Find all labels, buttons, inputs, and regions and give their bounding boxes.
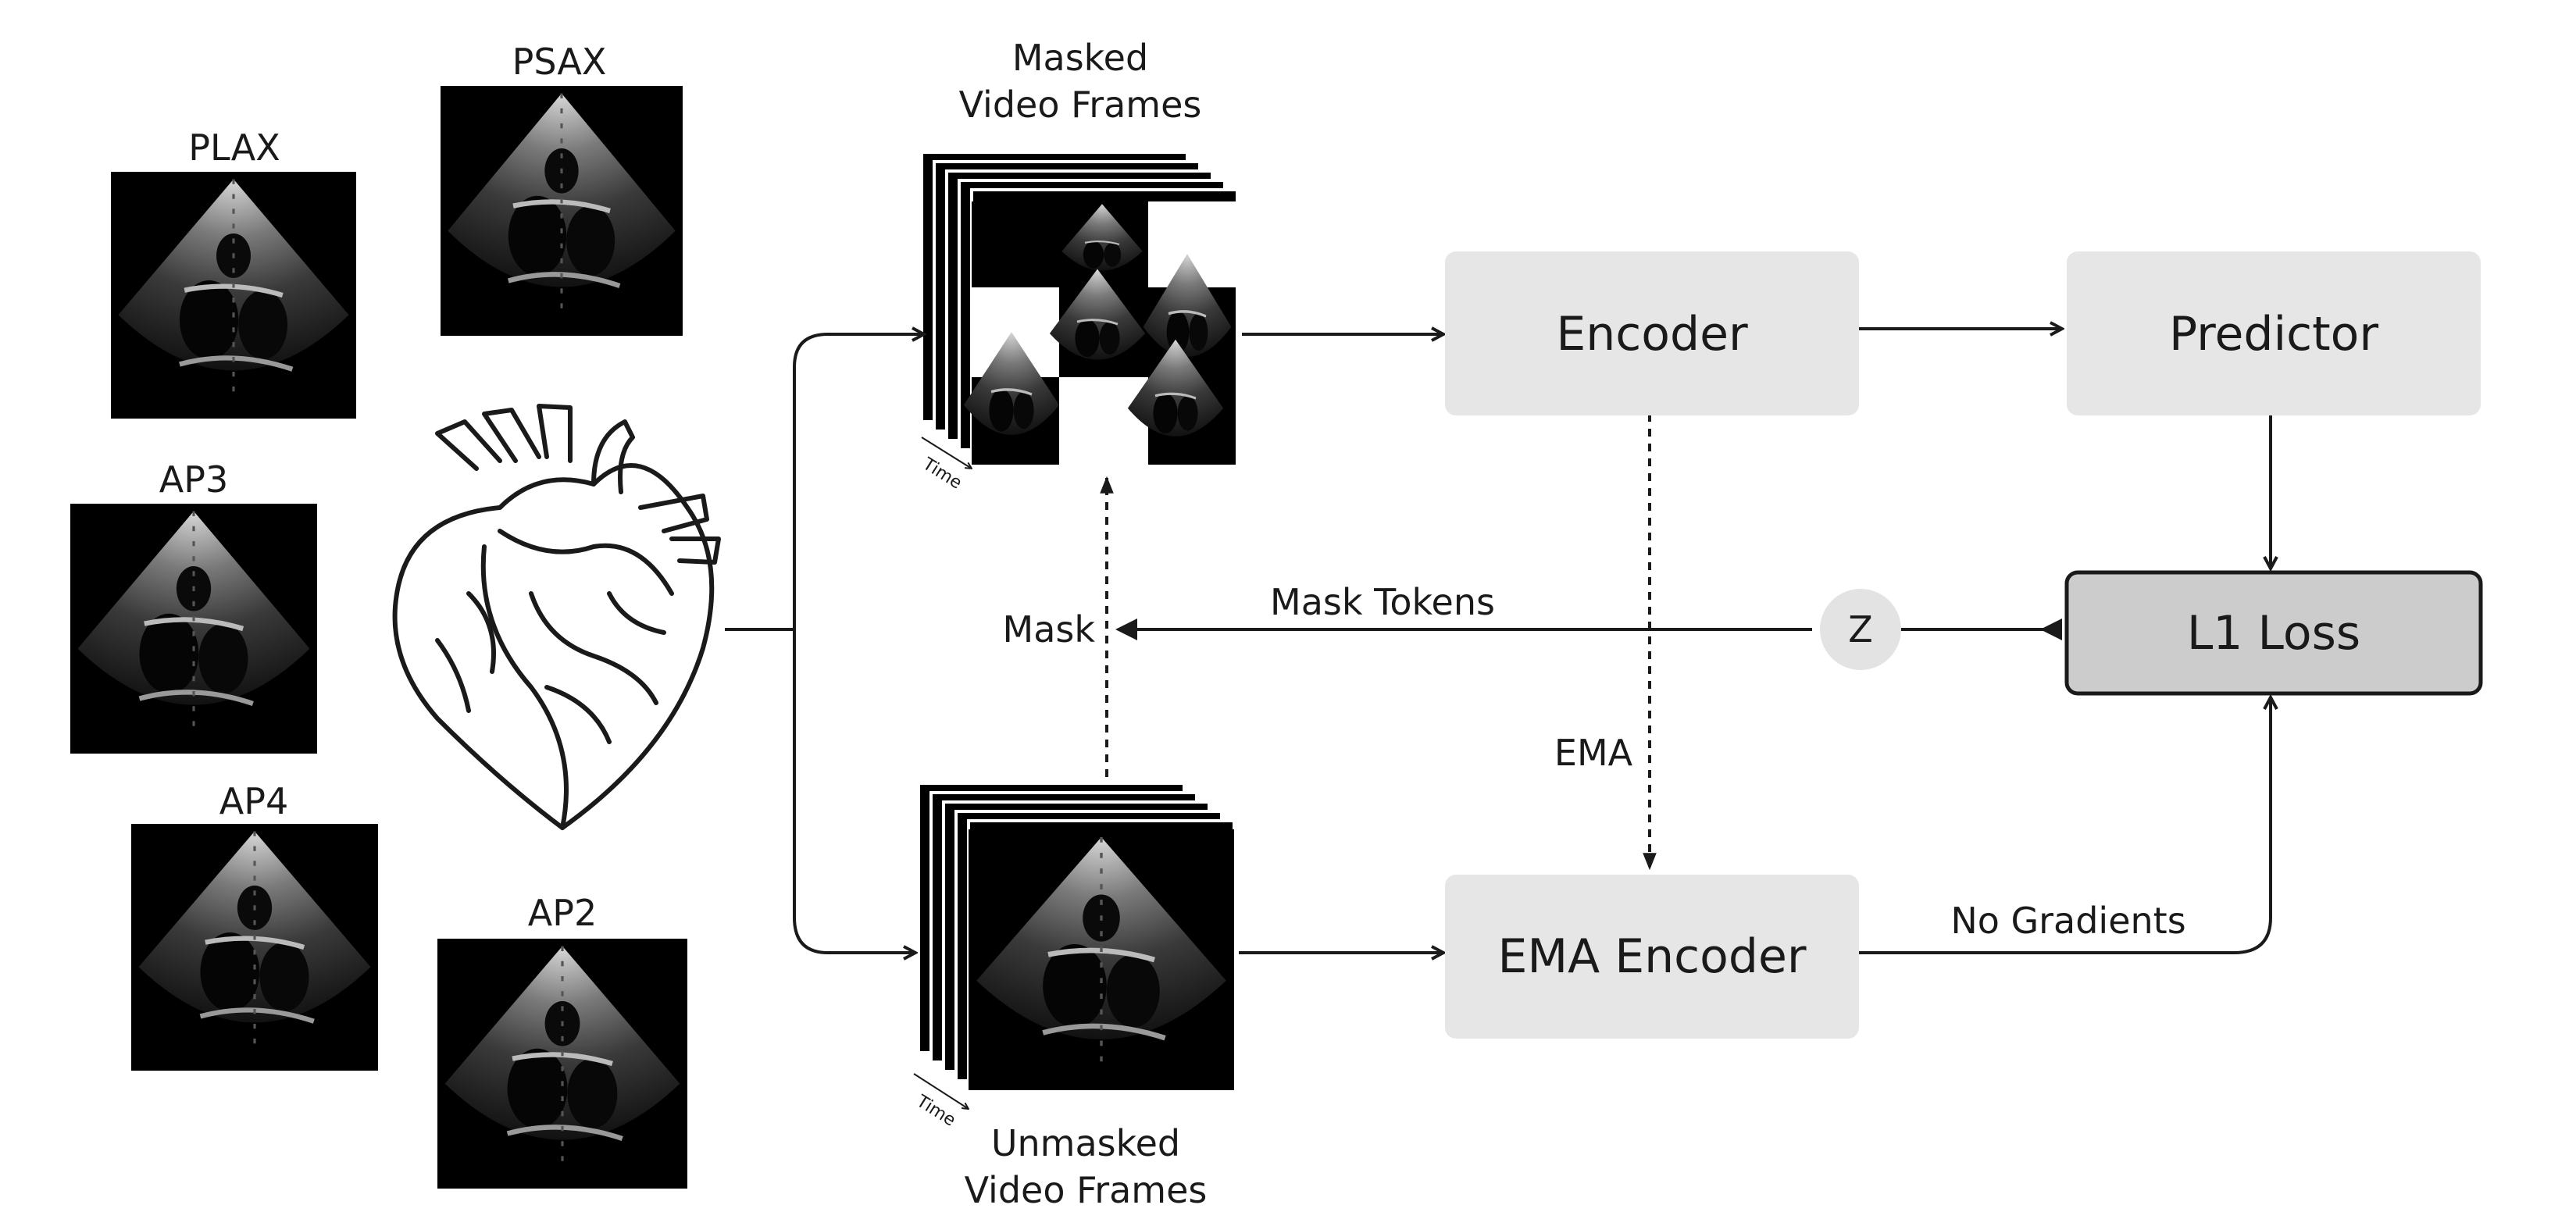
- unmasked-frame-stack: [917, 782, 1234, 1090]
- masked-frame-stack: [920, 151, 1242, 465]
- encoder-box: Encoder: [1445, 251, 1859, 415]
- heart-illustration-icon: [392, 404, 721, 830]
- view-label-ap3: AP3: [159, 458, 228, 501]
- ema-encoder-box: EMA Encoder: [1445, 875, 1859, 1039]
- view-label-ap4: AP4: [219, 780, 288, 822]
- unmasked-frames-label-line1: Unmasked: [991, 1122, 1180, 1164]
- masked-frames-label-line1: Masked: [1012, 37, 1148, 79]
- ema-encoder-label: EMA Encoder: [1497, 929, 1806, 984]
- view-label-ap2: AP2: [528, 892, 597, 934]
- mask-label: Mask: [1003, 608, 1096, 651]
- masked-video-frames: Masked Video Frames Time: [919, 37, 1242, 494]
- echocardiogram-view-icon: [131, 824, 378, 1071]
- echo-view-plax: PLAX: [111, 127, 356, 419]
- echocardiogram-view-icon: [969, 829, 1234, 1090]
- input-split-connector: [725, 334, 924, 953]
- l1-loss-label: L1 Loss: [2187, 606, 2360, 661]
- predictor-label: Predictor: [2169, 307, 2378, 362]
- no-gradients-label: No Gradients: [1950, 900, 2185, 942]
- unmasked-time-label: Time: [912, 1091, 959, 1130]
- view-label-psax: PSAX: [512, 41, 607, 83]
- mask-tokens-tail-arrowhead: [2040, 618, 2062, 640]
- masked-frames-label-line2: Video Frames: [959, 84, 1202, 126]
- unmasked-video-frames: Time Unmasked Video Frames: [912, 782, 1234, 1211]
- predictor-box: Predictor: [2067, 251, 2481, 415]
- unmasked-frames-label-line2: Video Frames: [965, 1169, 1208, 1211]
- echo-view-psax: PSAX: [441, 41, 683, 336]
- echocardiogram-view-icon: [437, 939, 687, 1189]
- no-gradients-arrow: [1855, 697, 2271, 954]
- ema-label: EMA: [1554, 732, 1633, 774]
- echocardiogram-view-icon: [441, 86, 683, 336]
- echo-view-ap2: AP2: [437, 892, 687, 1189]
- mask-tokens-line: [1115, 618, 2062, 640]
- echocardiogram-view-icon: [111, 172, 356, 419]
- mask-tokens-label: Mask Tokens: [1270, 581, 1495, 623]
- z-label: Z: [1848, 608, 1873, 651]
- echo-view-ap3: AP3: [70, 458, 317, 754]
- l1-loss-box: L1 Loss: [2064, 570, 2483, 696]
- echo-view-ap4: AP4: [131, 780, 378, 1071]
- encoder-label: Encoder: [1556, 307, 1748, 362]
- view-label-plax: PLAX: [188, 127, 280, 169]
- z-node: Z: [1820, 589, 1901, 670]
- mask-tokens-head-arrowhead: [1115, 618, 1137, 640]
- echocardiogram-view-icon: [70, 504, 317, 754]
